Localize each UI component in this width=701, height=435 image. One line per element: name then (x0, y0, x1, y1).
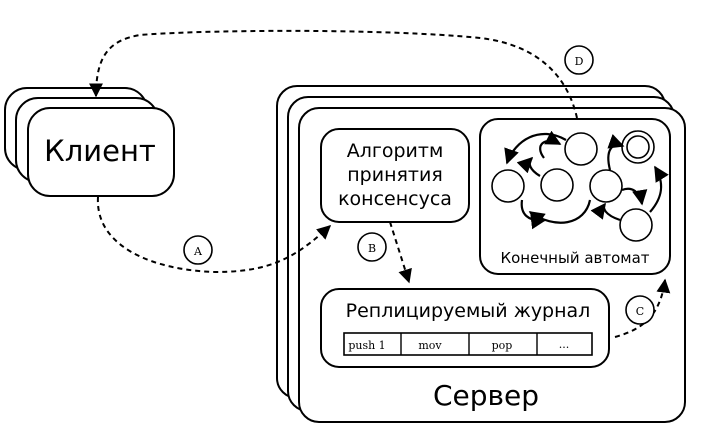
step-label-d: D (564, 45, 594, 75)
state-node (619, 208, 653, 242)
final-state-inner-ring (626, 135, 650, 159)
state-node (589, 169, 623, 203)
client-label: Клиент (44, 134, 156, 168)
log-entries: push 1 mov pop ... (343, 332, 593, 356)
replicated-log: Реплицируемый журнал push 1 mov pop ... (320, 288, 610, 368)
consensus-label-line-2: принятия (347, 164, 443, 186)
arrow-b-consensus-to-log (389, 221, 412, 284)
state-transitions (504, 130, 669, 230)
log-entry: pop (492, 339, 513, 352)
arrow-d-state-machine-to-client (89, 29, 578, 119)
client-stack: Клиент (4, 87, 175, 197)
state-node (540, 168, 574, 202)
state-node (564, 132, 598, 166)
step-label-c: C (625, 295, 655, 325)
step-label-b: B (357, 232, 387, 262)
step-label-d-text: D (575, 55, 584, 68)
consensus-label-line-3: консенсуса (338, 188, 452, 210)
step-label-c-text: C (636, 305, 644, 318)
server-label: Сервер (433, 379, 539, 412)
state-machine-label: Конечный автомат (500, 249, 649, 267)
step-label-a: A (183, 235, 213, 265)
step-label-a-text: A (193, 245, 203, 258)
arrow-a-client-to-consensus (96, 196, 332, 274)
consensus-module: Алгоритм принятия консенсуса (320, 128, 470, 223)
client-box (27, 107, 175, 197)
state-machine-module: Конечный автомат (479, 118, 671, 275)
consensus-label-line-1: Алгоритм (347, 140, 444, 162)
log-title: Реплицируемый журнал (346, 300, 591, 322)
step-label-b-text: B (368, 242, 376, 255)
log-entry: mov (418, 339, 442, 352)
log-entry: push 1 (348, 339, 385, 352)
log-entry: ... (559, 338, 570, 351)
state-node (491, 169, 525, 203)
